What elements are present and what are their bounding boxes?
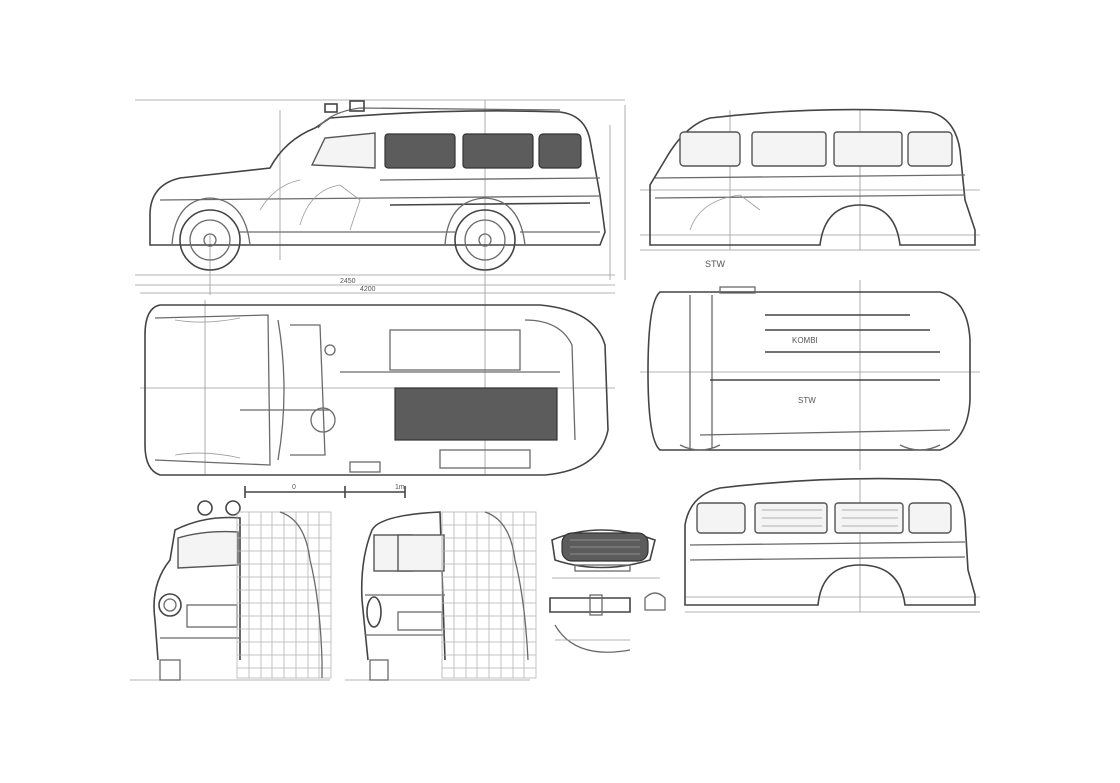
- kombi-window-3: [833, 131, 903, 167]
- dim-overall: 4200: [360, 286, 376, 293]
- front-wheel: [179, 209, 241, 271]
- dim-wheelbase: 2450: [340, 278, 356, 285]
- detail-views: [549, 529, 666, 653]
- front-side-window: [310, 132, 376, 169]
- top-view-right: KOMBI STW: [640, 280, 980, 470]
- front-view: [130, 500, 332, 681]
- kombi-side-label: STW: [705, 259, 726, 269]
- side-window-3: [462, 133, 534, 169]
- stretcher: [394, 387, 558, 441]
- scale-bar: 0 1m: [244, 484, 406, 498]
- roof-text: KOMBI: [792, 336, 818, 345]
- side-window-4: [538, 133, 582, 169]
- side-view-left: 2450 4200: [135, 99, 626, 295]
- top-view-left: [140, 295, 615, 476]
- rear-view: [345, 511, 537, 681]
- kombi-window-2: [751, 131, 827, 167]
- side-view-kombi-lower: [684, 477, 980, 613]
- front-grid: [236, 511, 332, 679]
- side-window-2: [384, 133, 456, 169]
- lower-window-4: [908, 502, 952, 534]
- roof-label: STW: [798, 396, 816, 405]
- scale-label-right: 1m: [395, 484, 405, 491]
- rear-grid: [441, 511, 537, 679]
- side-view-right: STW: [640, 108, 980, 269]
- scale-label-left: 0: [292, 484, 296, 491]
- kombi-front-window: [679, 131, 741, 167]
- lower-front-window: [696, 502, 746, 534]
- kombi-window-4: [907, 131, 953, 167]
- rear-wheel: [454, 209, 516, 271]
